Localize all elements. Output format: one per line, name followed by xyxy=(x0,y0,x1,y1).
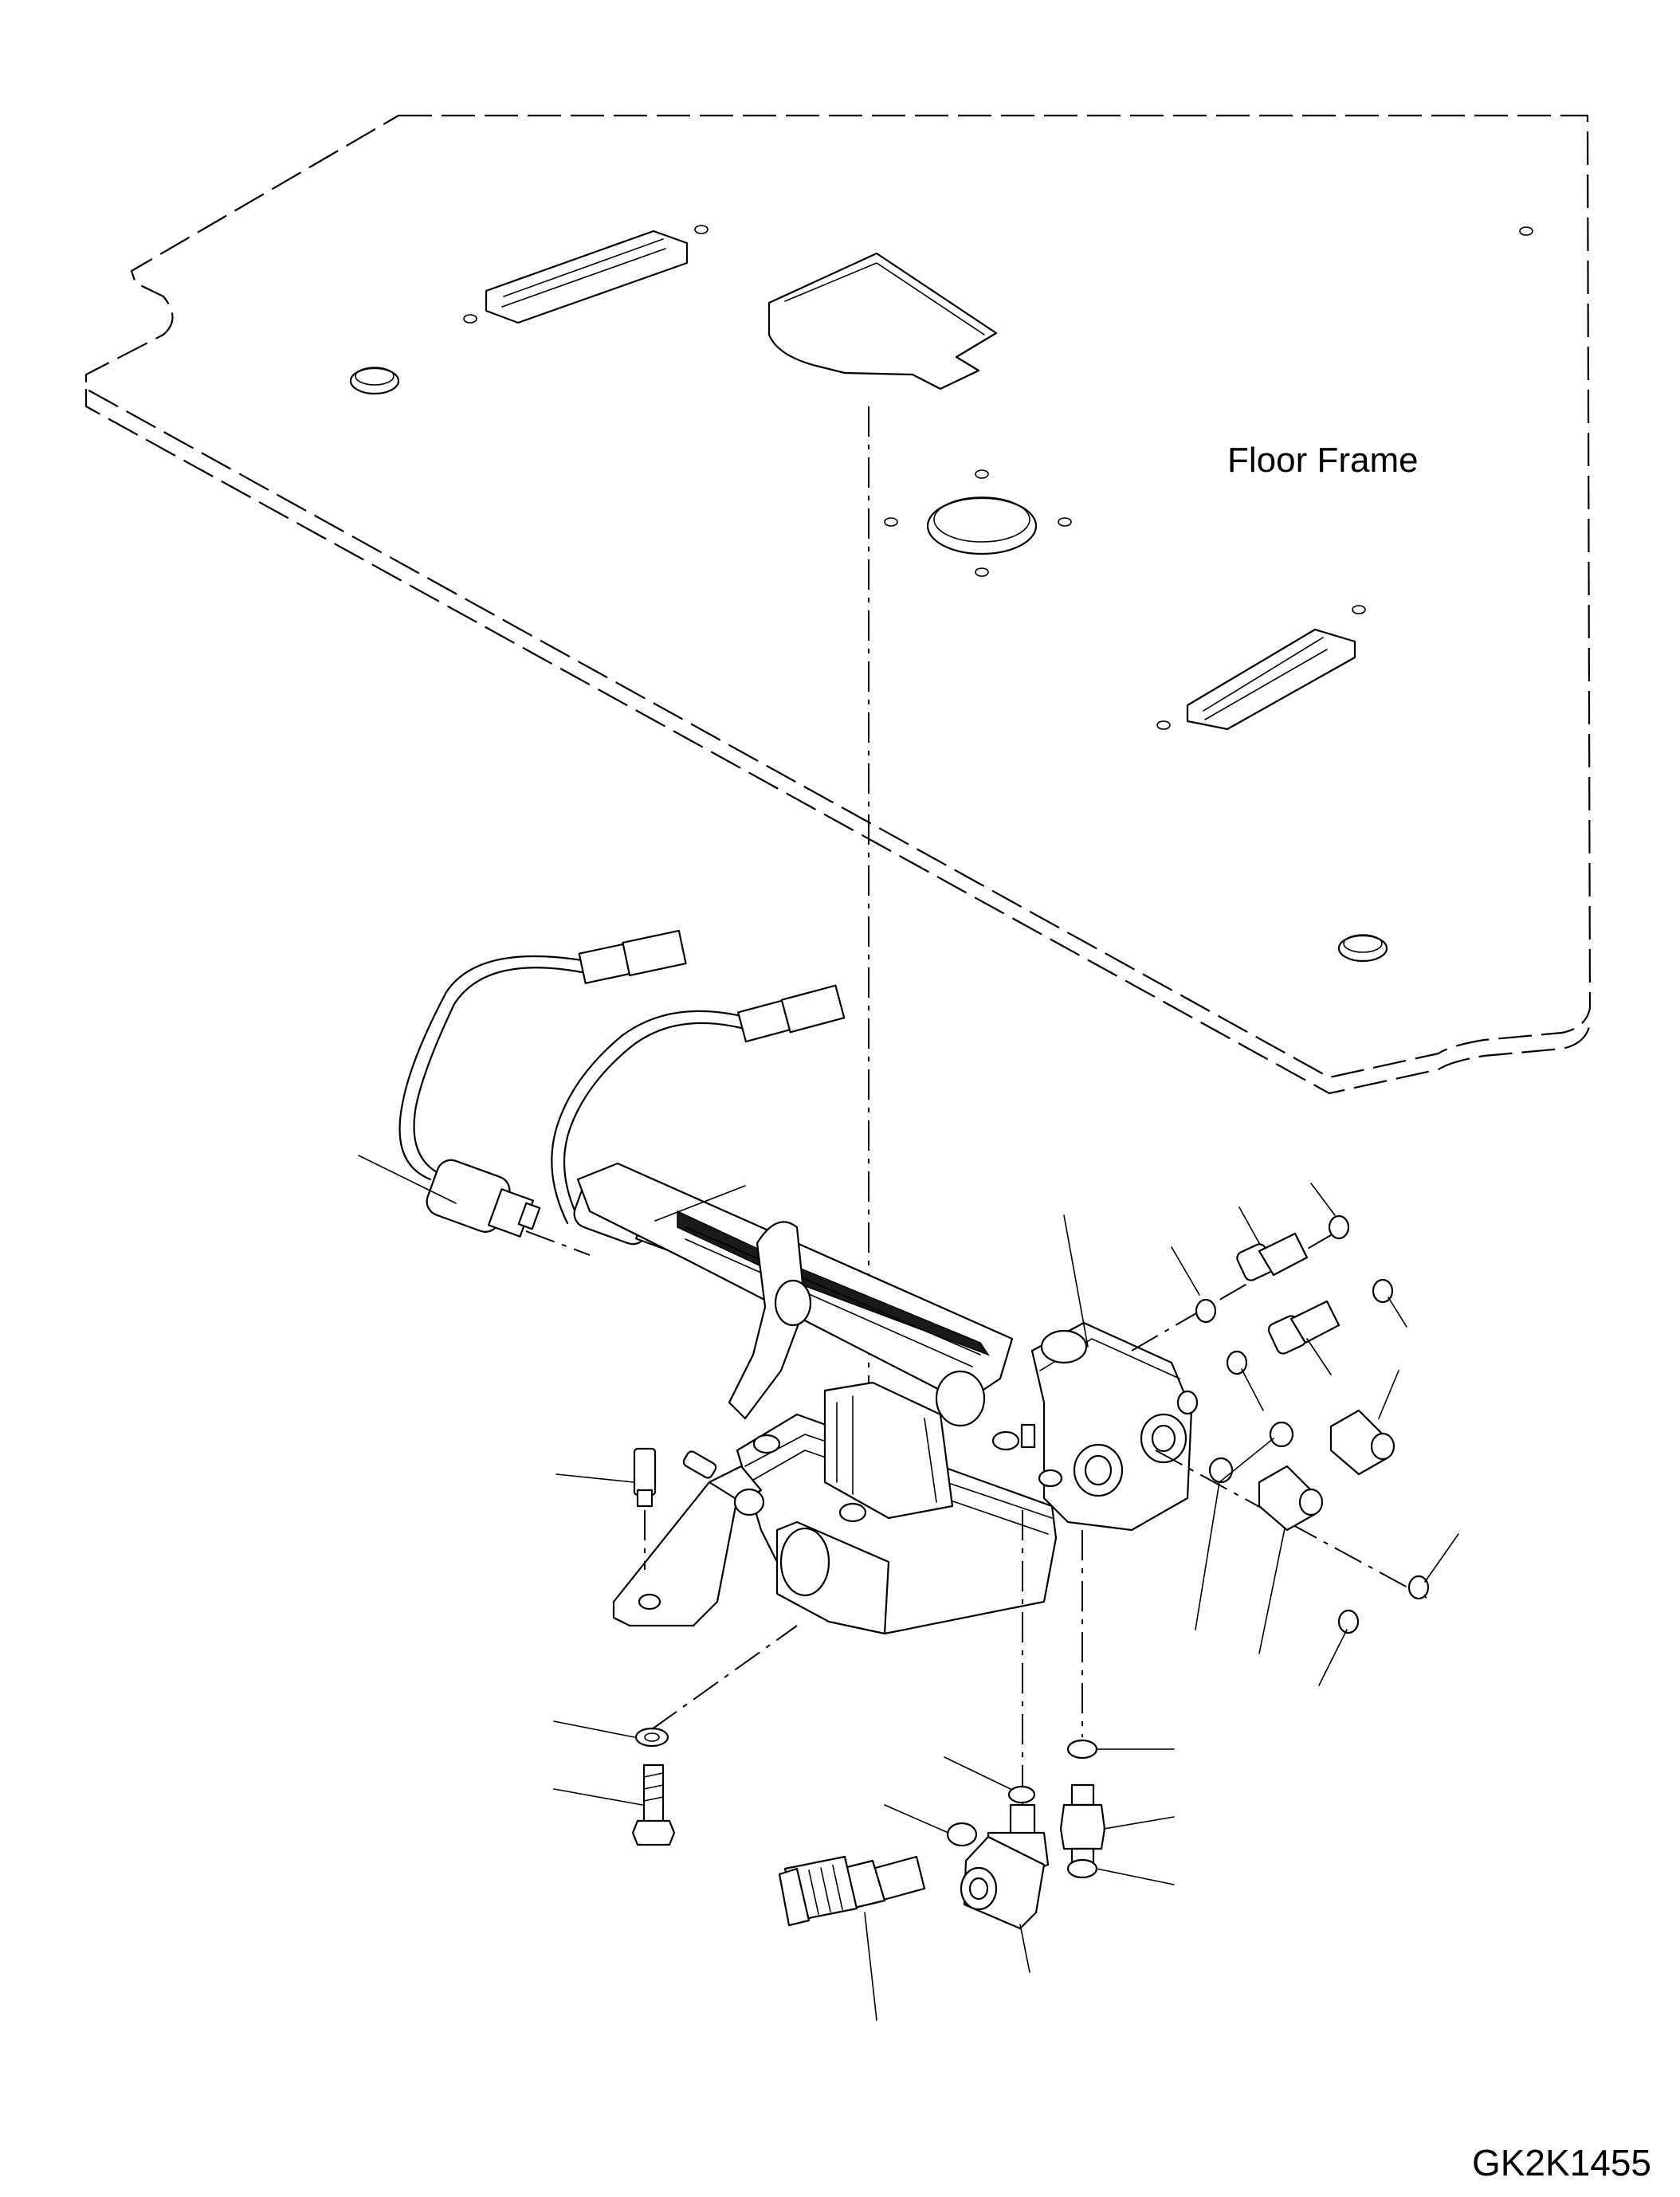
floor-frame-label: Floor Frame xyxy=(1227,441,1419,480)
brake-valve-assembly xyxy=(576,1162,1199,1635)
drawing-code: GK2K1455 xyxy=(1472,2142,1651,2183)
floor-frame-outline xyxy=(84,114,1592,1602)
lower-fittings xyxy=(778,1510,1106,1930)
leader-lines xyxy=(358,1155,1459,2021)
mounting-hardware xyxy=(631,1447,798,1846)
